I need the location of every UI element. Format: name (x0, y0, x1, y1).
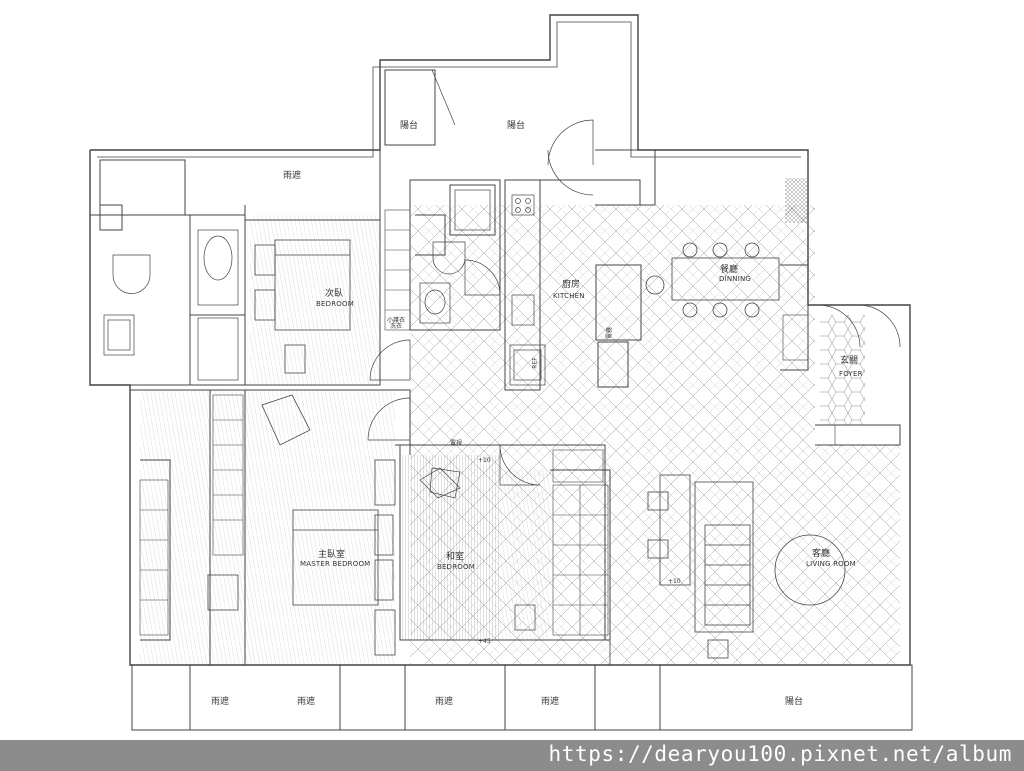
washitsu-label: 和室 (446, 552, 465, 562)
balcony-label: 陽台 (785, 697, 804, 707)
living-room-label-en: LIVING ROOM (806, 560, 856, 568)
dining-label-en: DINNING (719, 275, 752, 283)
tv-note: 電視 (450, 440, 463, 447)
master-bedroom-label: 主臥室 (318, 550, 346, 560)
foyer-label: 玄關 (840, 356, 859, 366)
bedroom2-label: 次臥 (325, 289, 344, 299)
canopy-label: 雨遮 (297, 697, 316, 707)
balcony-label: 陽台 (400, 121, 419, 131)
canopy-label: 雨遮 (541, 697, 560, 707)
level-washitsu-top: +10 (478, 457, 491, 464)
washitsu-label-en: BEDROOM (437, 563, 475, 571)
ref-note: REF (531, 357, 539, 369)
watermark-bar: https://dearyou100.pixnet.net/album (0, 740, 1024, 771)
floor-plan (89, 14, 913, 731)
kitchen-label: 廚房 (562, 280, 581, 290)
appliance-note: 電器 (606, 326, 614, 340)
watermark-url: https://dearyou100.pixnet.net/album (548, 742, 1012, 766)
living-room-label: 客廳 (812, 549, 831, 559)
balcony-label: 陽台 (507, 121, 526, 131)
canopy-label: 雨遮 (211, 697, 230, 707)
level-living-step: +10 (668, 578, 681, 585)
foyer-label-en: FOYER (839, 370, 863, 378)
laundry-note: 小護衣 洗衣 (387, 317, 406, 330)
level-washitsu-bottom: +45 (478, 638, 491, 645)
dining-label: 餐廳 (720, 265, 739, 275)
canopy-label: 雨遮 (283, 171, 302, 181)
master-bedroom-label-en: MASTER BEDROOM (300, 560, 371, 568)
canopy-label: 雨遮 (435, 697, 454, 707)
kitchen-label-en: KITCHEN (553, 292, 585, 300)
bedroom2-label-en: BEDROOM (316, 300, 354, 308)
